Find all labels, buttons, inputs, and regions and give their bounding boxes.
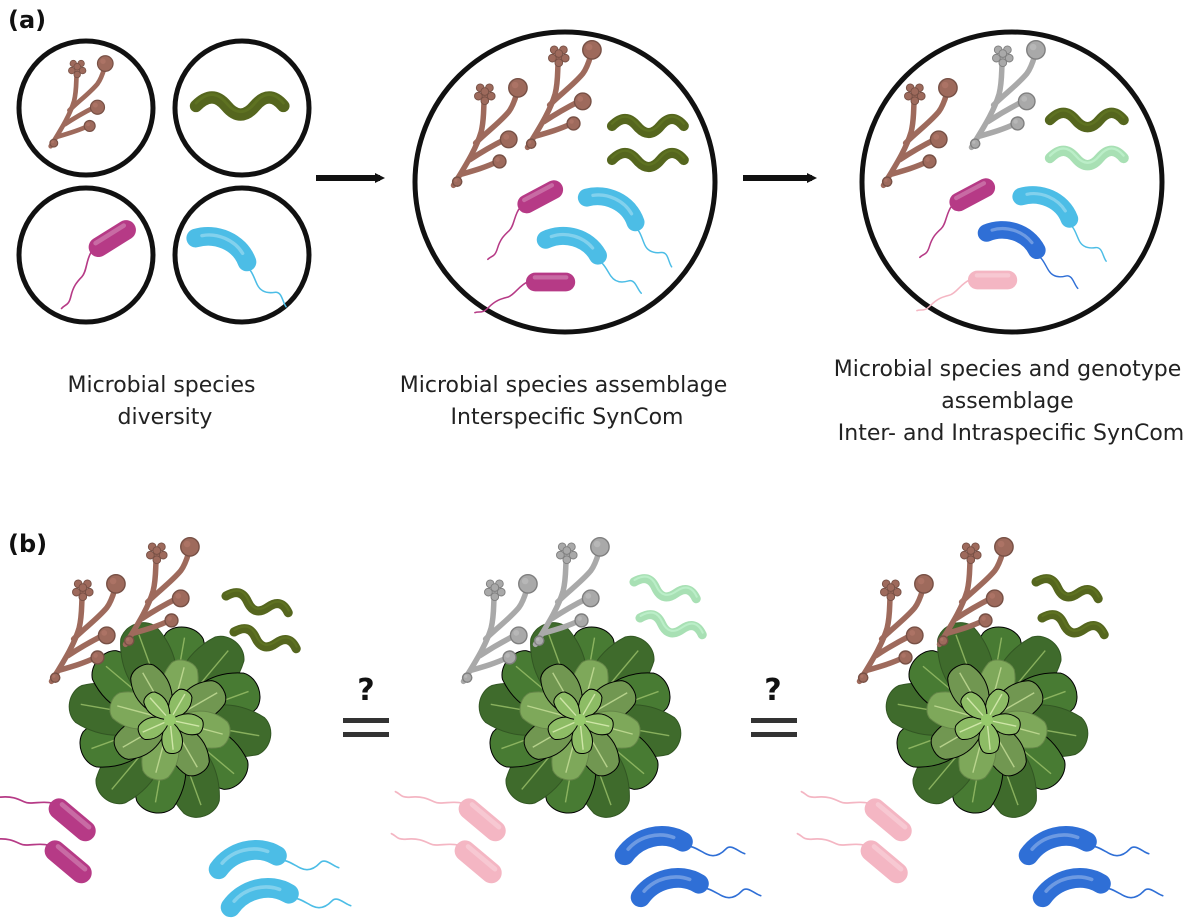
curved-bacterium-icon — [1018, 826, 1150, 866]
caption-intraspecific: Microbial species and genotype assemblag… — [834, 357, 1188, 446]
fungus-icon — [968, 39, 1046, 151]
curved-bacterium-icon — [1012, 186, 1107, 262]
circle-worm — [172, 38, 312, 178]
equals-sign-1-bottom — [343, 732, 389, 737]
rod-bacterium-icon — [919, 178, 996, 259]
filament-icon — [1037, 610, 1109, 640]
question-mark-1: ? — [357, 673, 374, 708]
filament-icon — [1031, 574, 1103, 604]
filament-icon — [606, 147, 689, 173]
fungus-icon — [48, 55, 114, 149]
equals-sign-1-top — [343, 718, 389, 723]
question-mark-2: ? — [764, 673, 781, 708]
rod-bacterium-icon — [394, 790, 506, 842]
rod-bacterium-icon — [800, 790, 912, 842]
equals-sign-2-bottom — [751, 732, 797, 737]
fungus-icon — [532, 536, 610, 648]
caption-diversity: Microbial species diversity — [67, 373, 262, 430]
panel-a-label: (a) — [8, 6, 46, 34]
rod-bacterium-icon — [796, 832, 908, 884]
curved-bacterium-icon — [220, 878, 352, 918]
fungus-icon — [450, 77, 528, 189]
microbe-icon-layer — [0, 39, 1164, 918]
curved-bacterium-icon — [977, 221, 1079, 290]
fungus-icon — [856, 573, 934, 685]
rod-bacterium-icon — [487, 180, 564, 261]
filament-icon — [189, 91, 290, 121]
plant-rosette-icon — [68, 622, 272, 818]
filament-icon — [629, 574, 701, 604]
plant-rosette-icon — [885, 622, 1089, 818]
curved-bacterium-icon — [630, 868, 762, 908]
curved-bacterium-icon — [1032, 868, 1164, 908]
circle-fungus — [16, 38, 156, 178]
filament-icon — [1044, 145, 1129, 171]
rod-bacterium-icon — [474, 272, 576, 314]
filament-icon — [1044, 107, 1129, 133]
filament-icon — [606, 113, 689, 139]
fungus-icon — [122, 536, 200, 648]
caption-interspecific: Microbial species assemblage Interspecif… — [400, 373, 734, 430]
curved-bacterium-icon — [208, 840, 340, 880]
circle-curved — [172, 185, 312, 325]
filament-icon — [229, 624, 301, 654]
rod-bacterium-icon — [0, 832, 92, 884]
curved-bacterium-icon — [536, 226, 642, 294]
fungus-icon — [524, 39, 602, 151]
curved-bacterium-icon — [614, 826, 746, 866]
rod-bacterium-icon — [60, 220, 136, 310]
curved-bacterium-icon — [577, 187, 673, 268]
rod-bacterium-icon — [0, 790, 96, 842]
circle-intraspecific-syncom — [859, 29, 1165, 335]
filament-icon — [221, 588, 293, 618]
fungus-icon — [936, 536, 1014, 648]
circle-interspecific-syncom — [412, 29, 718, 335]
fungus-icon — [48, 573, 126, 685]
circle-rod — [16, 185, 156, 325]
fungus-icon — [460, 573, 538, 685]
curved-bacterium-icon — [186, 226, 287, 308]
rod-bacterium-icon — [390, 832, 502, 884]
filament-icon — [635, 610, 707, 640]
equals-sign-2-top — [751, 718, 797, 723]
rod-bacterium-icon — [916, 270, 1018, 312]
fungus-icon — [880, 77, 958, 189]
plant-rosette-icon — [478, 622, 682, 818]
panel-b-label: (b) — [8, 530, 47, 558]
